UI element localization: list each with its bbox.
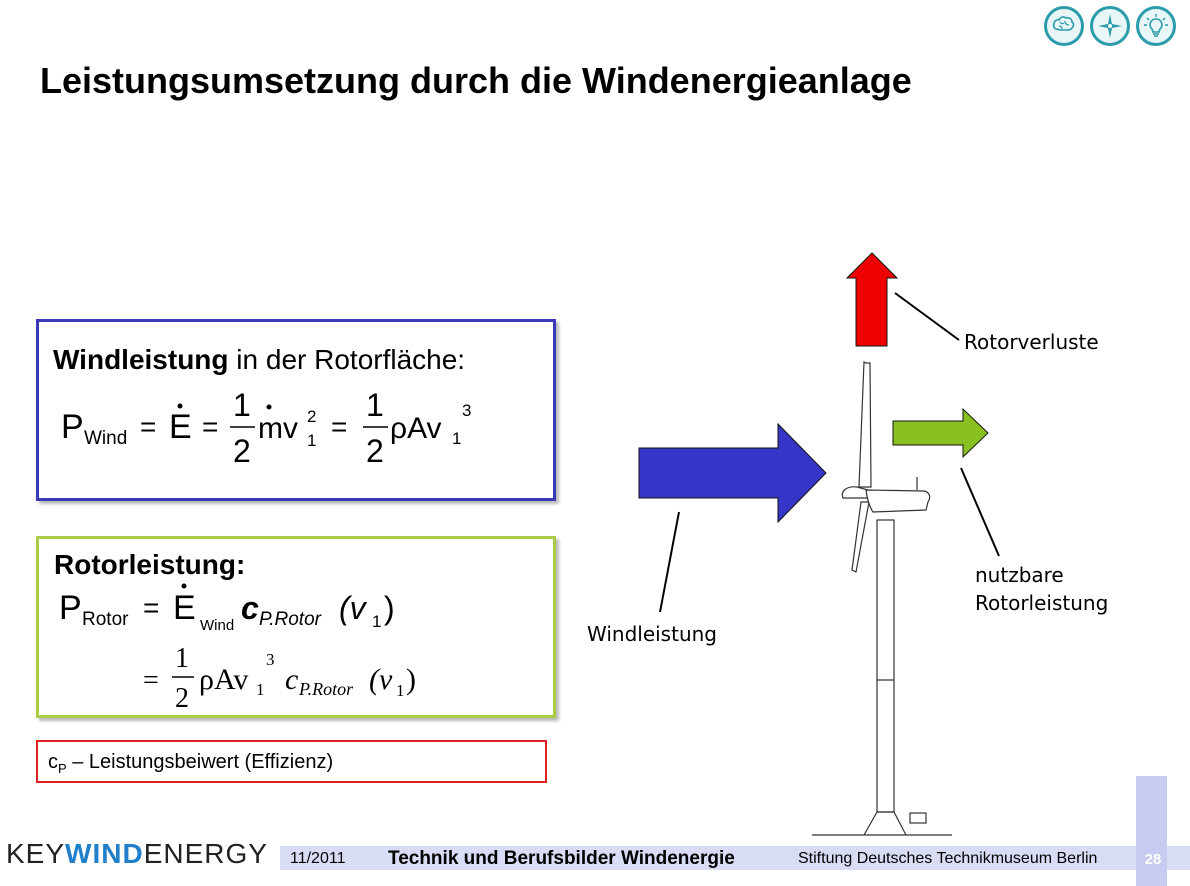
rotor-formula-c: c bbox=[241, 590, 259, 626]
formula-e-dot bbox=[177, 403, 183, 409]
wind-turbine-diagram: Rotorverluste nutzbare Rotorleistung Win… bbox=[587, 252, 1108, 836]
footer-course-title: Technik und Berufsbilder Windenergie bbox=[388, 848, 735, 869]
wind-power-box: Windleistung in der Rotorfläche: P Wind … bbox=[36, 319, 556, 501]
formula-rho-a-v: ρAv bbox=[390, 412, 442, 445]
formula-v: v bbox=[283, 412, 298, 445]
formula-num-1: 1 bbox=[233, 387, 251, 423]
footer-date: 11/2011 bbox=[290, 850, 346, 867]
wind-power-pointer bbox=[659, 511, 680, 613]
formula-m: m bbox=[258, 412, 283, 445]
rotor-formula-p-sub: Rotor bbox=[82, 609, 129, 630]
rotor-formula-v-close-2: ) bbox=[406, 663, 416, 696]
wind-power-heading-bold: Windleistung bbox=[53, 344, 229, 375]
formula-den-1: 2 bbox=[233, 433, 251, 469]
page-number: 28 bbox=[1144, 851, 1162, 868]
wind-power-formula: P Wind = E = 1 2 m v 2 1 = 1 2 ρAv 1 3 bbox=[61, 387, 471, 469]
footer-page-tab bbox=[1136, 776, 1167, 886]
rotor-formula-v-sub-2: 1 bbox=[396, 681, 405, 700]
rotor-formula-v-close: ) bbox=[384, 590, 395, 626]
formula-e: E bbox=[169, 408, 192, 446]
wind-power-arrow bbox=[638, 422, 827, 524]
rotor-formula-rho-v-sub: 1 bbox=[256, 680, 265, 699]
rotor-formula-v-open-2: (v bbox=[369, 663, 393, 696]
rotor-formula-eq-1: = bbox=[143, 592, 159, 623]
useful-rotor-power-arrow bbox=[892, 407, 989, 459]
slide-title: Leistungsumsetzung durch die Windenergie… bbox=[40, 60, 912, 101]
formula-eq-2: = bbox=[202, 411, 218, 442]
tower-door bbox=[909, 812, 927, 824]
wind-power-heading-rest: in der Rotorfläche: bbox=[228, 344, 466, 375]
label-useful-power-line2: Rotorleistung bbox=[975, 591, 1108, 615]
cp-definition-box: cP – Leistungsbeiwert (Effizienz) bbox=[36, 740, 547, 783]
rotor-formula-eq-2: = bbox=[143, 665, 159, 696]
turbine-blade-lower bbox=[851, 501, 870, 573]
cp-description: – Leistungsbeiwert (Effizienz) bbox=[66, 751, 334, 773]
formula-p-sub: Wind bbox=[84, 428, 127, 449]
formula-eq-3: = bbox=[331, 411, 347, 442]
rotor-losses-arrow bbox=[845, 252, 899, 347]
rotor-formula-rho-v-sup: 3 bbox=[266, 650, 275, 669]
rotor-formula-e-sub: Wind bbox=[200, 617, 234, 634]
formula-p: P bbox=[61, 408, 84, 446]
rotor-power-box: Rotorleistung: P Rotor = E Wind c P.Roto… bbox=[36, 536, 556, 718]
wind-turbine-illustration bbox=[812, 361, 952, 836]
formula-v-sub: 1 bbox=[307, 431, 316, 450]
brain-icon bbox=[1044, 6, 1084, 46]
rotor-formula-v-open: (v bbox=[339, 590, 368, 626]
useful-power-pointer bbox=[960, 467, 1000, 557]
formula-eq-1: = bbox=[140, 411, 156, 442]
rotor-formula-e-dot bbox=[181, 583, 187, 589]
label-rotor-losses: Rotorverluste bbox=[964, 330, 1099, 354]
rotor-formula-num: 1 bbox=[175, 643, 189, 674]
rotor-power-heading: Rotorleistung: bbox=[54, 549, 246, 580]
cp-definition-text: cP – Leistungsbeiwert (Effizienz) bbox=[48, 751, 333, 776]
formula-den-2: 2 bbox=[366, 433, 384, 469]
footer-museum: Stiftung Deutsches Technikmuseum Berlin bbox=[798, 850, 1098, 867]
rotor-formula-c-sub-2: P.Rotor bbox=[298, 679, 354, 699]
rotor-formula-rho-a-v: ρAv bbox=[199, 663, 248, 696]
wind-power-heading: Windleistung in der Rotorfläche: bbox=[53, 344, 465, 376]
rotor-formula-p: P bbox=[59, 589, 82, 627]
lightbulb-icon bbox=[1136, 6, 1176, 46]
turbine-tower bbox=[876, 519, 895, 813]
rotor-formula-c-2: c bbox=[285, 663, 298, 696]
label-wind-power: Windleistung bbox=[587, 622, 717, 646]
rotor-losses-pointer bbox=[894, 292, 960, 341]
rotor-power-formula: P Rotor = E Wind c P.Rotor (v 1 ) = 1 2 … bbox=[59, 583, 416, 714]
tower-foundation bbox=[863, 811, 907, 836]
turbine-nacelle bbox=[865, 489, 931, 513]
label-useful-power-line1: nutzbare bbox=[975, 563, 1064, 587]
rotor-formula-v-sub: 1 bbox=[372, 612, 381, 631]
keywindenergy-logo: KEYWINDENERGY bbox=[6, 838, 268, 869]
formula-rho-v-sup: 3 bbox=[462, 401, 471, 420]
footer-bar bbox=[280, 846, 1190, 870]
rotor-formula-c-sub: P.Rotor bbox=[259, 609, 322, 630]
cp-symbol: c bbox=[48, 751, 58, 773]
header-logo-icons bbox=[1044, 6, 1176, 46]
formula-rho-v-sub: 1 bbox=[452, 429, 461, 448]
formula-num-2: 1 bbox=[366, 387, 384, 423]
turbine-blade-upper bbox=[858, 361, 872, 488]
rotor-formula-e: E bbox=[173, 589, 196, 627]
formula-m-dot bbox=[266, 404, 272, 410]
cp-symbol-sub: P bbox=[58, 761, 67, 776]
rotor-formula-den: 2 bbox=[175, 683, 189, 714]
compass-icon bbox=[1090, 6, 1130, 46]
formula-v-sup: 2 bbox=[307, 407, 316, 426]
